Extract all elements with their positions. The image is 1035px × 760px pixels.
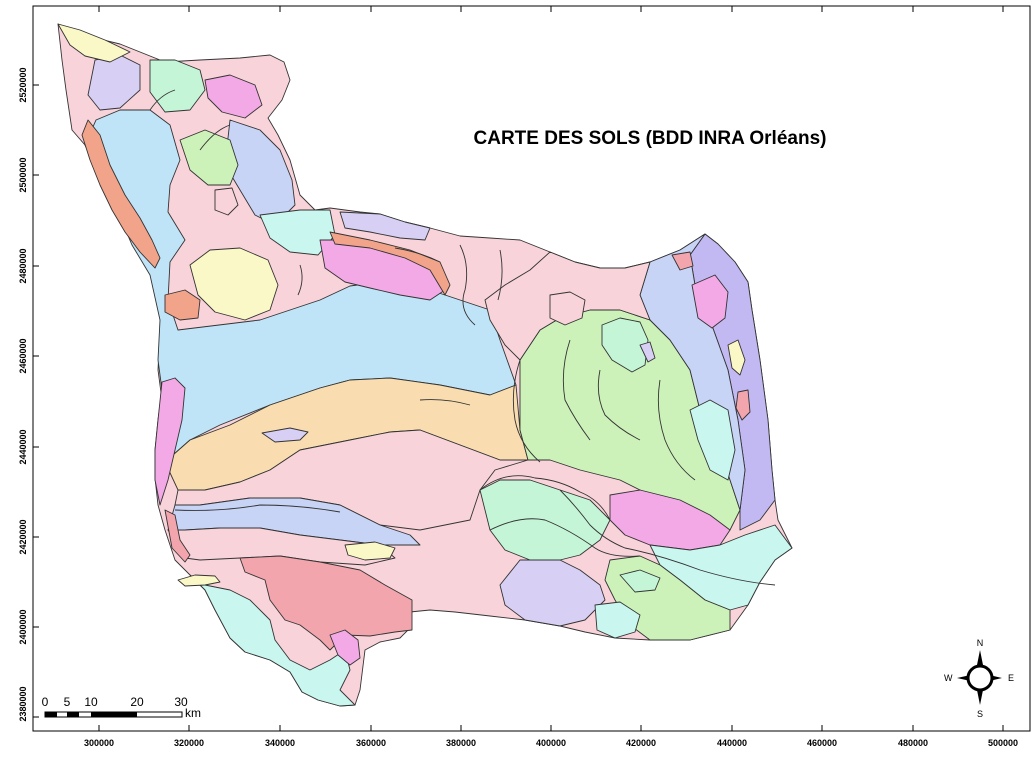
soil-zone [329, 231, 451, 296]
compass-east-label: E [1008, 673, 1014, 683]
soil-zone [735, 389, 751, 421]
y-tick-label: 2480000 [18, 248, 28, 283]
x-tick-label: 420000 [626, 738, 656, 748]
scale-bar: 0 5 10 20 30 km [42, 695, 201, 720]
soil-zone [167, 527, 396, 566]
north-arrow: N S E W [944, 638, 1014, 719]
soil-zone [214, 187, 239, 216]
soil-zone [189, 574, 356, 707]
scale-label: 30 [174, 695, 188, 709]
soil-zone [601, 317, 649, 373]
soil-zone [81, 119, 161, 269]
y-tick-label: 2460000 [18, 338, 28, 373]
soil-zone [671, 251, 694, 271]
soil-zone [727, 339, 746, 376]
y-axis-labels: 2520000 2500000 2480000 2460000 2440000 … [18, 67, 28, 721]
compass-south-label: S [977, 709, 983, 719]
scale-label: 0 [42, 695, 49, 709]
x-tick-label: 500000 [988, 738, 1018, 748]
x-tick-label: 380000 [446, 738, 476, 748]
soil-zone [57, 23, 131, 63]
soil-zone [689, 399, 736, 481]
soil-zone [164, 509, 191, 563]
soil-zone [189, 247, 279, 321]
x-axis-labels: 300000 320000 340000 360000 380000 40000… [84, 738, 1018, 748]
x-tick-label: 480000 [898, 738, 928, 748]
top-ticks [98, 6, 1004, 12]
x-tick-label: 460000 [807, 738, 837, 748]
y-tick-label: 2420000 [18, 519, 28, 554]
river-lines [149, 89, 776, 586]
soil-zone [691, 274, 729, 329]
soil-zone [154, 377, 186, 506]
scale-label: 20 [130, 695, 144, 709]
left-ticks [33, 84, 39, 718]
x-tick-label: 360000 [356, 738, 386, 748]
y-tick-label: 2520000 [18, 67, 28, 102]
soil-polygons [57, 23, 793, 707]
y-tick-label: 2500000 [18, 157, 28, 192]
map-neatline [32, 5, 1031, 732]
soil-zone [329, 629, 361, 666]
x-tick-label: 440000 [717, 738, 747, 748]
scale-label: 10 [84, 695, 98, 709]
soil-zone [549, 291, 586, 326]
soil-zone [164, 289, 201, 321]
soil-zone [594, 601, 641, 639]
bottom-ticks [98, 725, 1004, 731]
scale-unit: km [185, 706, 201, 720]
soil-zone [619, 569, 661, 593]
soil-zone [639, 341, 656, 363]
map-title: CARTE DES SOLS (BDD INRA Orléans) [474, 128, 827, 149]
x-tick-label: 320000 [174, 738, 204, 748]
soil-zone [344, 541, 396, 561]
scale-label: 5 [64, 695, 71, 709]
x-tick-label: 300000 [84, 738, 114, 748]
soil-zone [87, 54, 141, 111]
y-tick-label: 2400000 [18, 609, 28, 644]
soil-zone [239, 555, 413, 651]
x-tick-label: 340000 [265, 738, 295, 748]
soil-zone [499, 559, 606, 627]
y-tick-label: 2380000 [18, 686, 28, 721]
compass-west-label: W [944, 673, 953, 683]
soil-zone [261, 427, 309, 443]
soil-zone [204, 74, 263, 119]
soil-zone [149, 59, 206, 113]
soil-zone [179, 129, 239, 186]
soil-zone [339, 211, 431, 241]
x-tick-label: 400000 [536, 738, 566, 748]
soil-zone [177, 574, 221, 587]
compass-north-label: N [977, 638, 984, 648]
y-tick-label: 2440000 [18, 429, 28, 464]
